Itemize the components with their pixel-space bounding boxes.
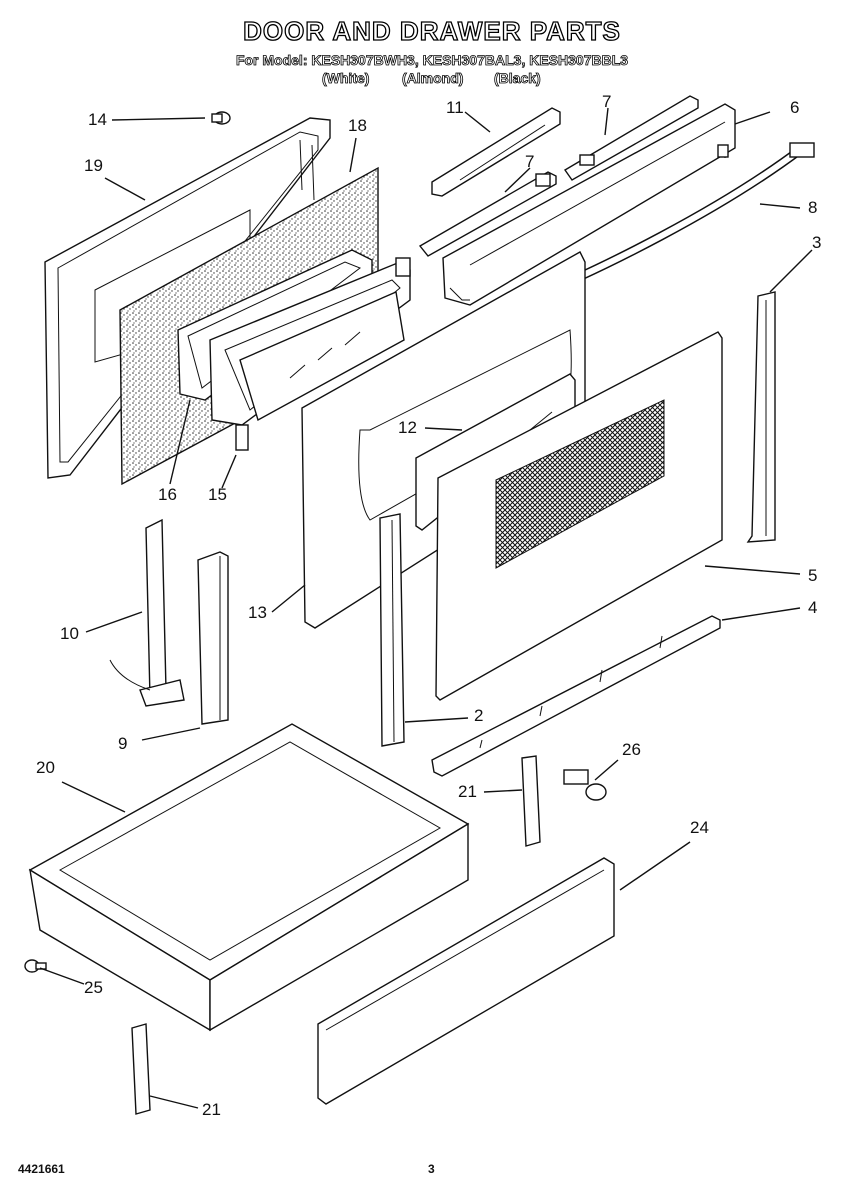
leader-lines (39, 107, 813, 1109)
part-roller-26 (563, 769, 607, 801)
callout-6: 6 (790, 98, 800, 117)
callout-24: 24 (690, 818, 709, 837)
callout-20: 20 (36, 758, 55, 777)
part-top-frame-6 (442, 103, 736, 306)
part-side-rail-9 (197, 551, 229, 725)
part-screw-14 (211, 111, 231, 125)
callout-14: 14 (88, 110, 107, 129)
part-hinge-10 (109, 518, 185, 707)
variant-white: (White) (322, 70, 370, 87)
part-strip-7-lower (418, 171, 557, 257)
part-trim-2 (379, 513, 405, 747)
part-slide-21-lower (131, 1023, 151, 1115)
part-drawer-pan-20 (28, 723, 470, 1032)
part-trim-3 (746, 291, 776, 543)
callout-7-upper: 7 (602, 92, 612, 111)
part-slide-21-upper (521, 755, 541, 847)
callout-5: 5 (808, 566, 818, 585)
callout-11: 11 (446, 98, 464, 117)
part-screw-25 (24, 959, 47, 973)
page-number: 3 (428, 1162, 435, 1176)
callout-8: 8 (808, 198, 818, 217)
callout-26: 26 (622, 740, 641, 759)
callout-16: 16 (158, 485, 177, 504)
callout-15: 15 (208, 485, 227, 504)
part-bracket-11 (431, 107, 561, 197)
part-outer-glass-5 (435, 331, 723, 701)
part-strip-7-upper (563, 95, 699, 181)
callout-21-upper: 21 (458, 782, 477, 801)
callout-10: 10 (60, 624, 79, 643)
callout-12: 12 (398, 418, 417, 437)
callout-13: 13 (248, 603, 267, 622)
part-drawer-front-24 (317, 857, 615, 1105)
callout-19: 19 (84, 156, 103, 175)
model-line: For Model: KESH307BWH3, KESH307BAL3, KES… (235, 52, 629, 69)
callout-2: 2 (474, 706, 484, 725)
doc-number: 4421661 (18, 1162, 65, 1176)
variant-almond: (Almond) (402, 70, 464, 87)
callout-3: 3 (812, 233, 822, 252)
callout-7-lower: 7 (525, 152, 535, 171)
callout-9: 9 (118, 734, 128, 753)
variant-black: (Black) (494, 70, 541, 87)
callout-25: 25 (84, 978, 103, 997)
callout-4: 4 (808, 598, 818, 617)
part-bottom-channel-4 (431, 615, 721, 777)
callout-21-lower: 21 (202, 1100, 221, 1119)
callout-18: 18 (348, 116, 367, 135)
part-glass-pack-15 (209, 257, 411, 451)
page-title: DOOR AND DRAWER PARTS (242, 15, 621, 46)
